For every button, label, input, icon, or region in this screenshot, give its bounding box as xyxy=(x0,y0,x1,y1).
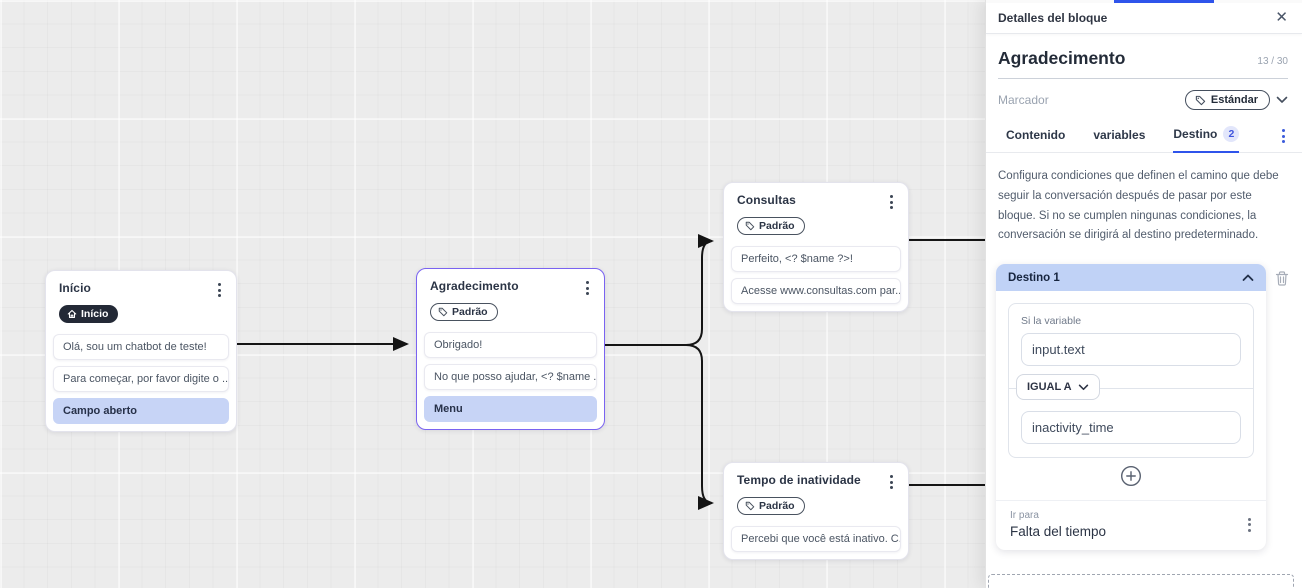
node-title: Agradecimento xyxy=(430,279,519,293)
marker-select[interactable]: Estándar xyxy=(1184,90,1270,110)
destino-description: Configura condiciones que definen el cam… xyxy=(998,170,1279,242)
node-menu-icon[interactable] xyxy=(887,473,896,491)
tab-destino[interactable]: Destino 2 xyxy=(1173,120,1240,153)
condition-label: Si la variable xyxy=(1021,315,1082,328)
destino-count-badge: 2 xyxy=(1223,126,1240,142)
tag-icon xyxy=(745,501,755,511)
marcador-label: Marcador xyxy=(998,93,1049,107)
close-icon[interactable]: ✕ xyxy=(1275,9,1288,26)
marker-pill-label: Padrão xyxy=(759,500,795,512)
operator-select[interactable]: IGUAL A xyxy=(1016,374,1100,401)
chevron-up-icon[interactable] xyxy=(1242,274,1254,282)
home-icon xyxy=(67,309,77,319)
goto-menu-icon[interactable] xyxy=(1245,516,1254,534)
node-menu-icon[interactable] xyxy=(215,281,224,299)
marker-pill-label: Padrão xyxy=(759,220,795,232)
start-badge-label: Início xyxy=(81,308,109,320)
message-card[interactable]: Olá, sou um chatbot de teste! xyxy=(53,334,229,360)
node-consultas[interactable]: Consultas Padrão Perfeito, <? $name ?>! … xyxy=(723,182,909,312)
message-card[interactable]: Perfeito, <? $name ?>! xyxy=(731,246,901,272)
marker-select-value: Estándar xyxy=(1210,94,1258,106)
message-card[interactable]: No que posso ajudar, <? $name ... xyxy=(424,364,597,390)
block-name-field[interactable]: Agradecimento xyxy=(998,48,1126,68)
trash-icon[interactable] xyxy=(1274,270,1290,287)
destino-1-title: Destino 1 xyxy=(1008,271,1060,284)
node-agradecimento[interactable]: Agradecimento Padrão Obrigado! No que po… xyxy=(416,268,605,430)
node-title: Consultas xyxy=(737,193,796,207)
compare-value-input[interactable] xyxy=(1021,411,1241,445)
chevron-down-icon xyxy=(1078,384,1089,391)
goto-value[interactable]: Falta del tiempo xyxy=(1010,524,1107,540)
marker-pill: Padrão xyxy=(737,497,805,515)
marker-pill-label: Padrão xyxy=(452,306,488,318)
node-title: Tempo de inatividade xyxy=(737,473,861,487)
add-condition-button[interactable] xyxy=(1120,465,1142,487)
tab-contenido[interactable]: Contenido xyxy=(1006,127,1066,142)
message-card[interactable]: Para começar, por favor digite o ... xyxy=(53,366,229,392)
variable-input[interactable] xyxy=(1021,333,1241,367)
edge-agradecimento-tempo xyxy=(605,344,714,510)
edge-agradecimento-consultas xyxy=(605,234,714,346)
tab-variables[interactable]: variables xyxy=(1093,127,1146,142)
condition-box: Si la variable IGUAL A xyxy=(1008,303,1254,459)
menu-card[interactable]: Menu xyxy=(424,396,597,422)
block-details-panel: Detalles del bloque ✕ Agradecimento 13 /… xyxy=(985,0,1302,588)
start-badge: Início xyxy=(59,305,119,323)
node-tempo-inatividade[interactable]: Tempo de inatividade Padrão Percebi que … xyxy=(723,462,909,560)
marker-pill: Padrão xyxy=(430,303,498,321)
panel-top-strip xyxy=(986,0,1302,3)
goto-label: Ir para xyxy=(1010,510,1039,522)
add-destination-button[interactable]: Agregar destino xyxy=(988,574,1294,588)
node-title: Início xyxy=(59,281,91,295)
destino-1-card: Destino 1 Si la variable IGUAL A xyxy=(996,264,1266,551)
message-card[interactable]: Acesse www.consultas.com par... xyxy=(731,278,901,304)
char-counter: 13 / 30 xyxy=(1257,56,1288,67)
node-inicio[interactable]: Início Início Olá, sou um chatbot de tes… xyxy=(45,270,237,432)
marker-pill: Padrão xyxy=(737,217,805,235)
tabs-menu-icon[interactable] xyxy=(1279,127,1288,145)
tag-icon xyxy=(438,307,448,317)
tag-icon xyxy=(745,221,755,231)
destino-1-header[interactable]: Destino 1 xyxy=(996,264,1266,292)
node-menu-icon[interactable] xyxy=(583,279,592,297)
message-card[interactable]: Percebi que você está inativo. C... xyxy=(731,526,901,552)
node-menu-icon[interactable] xyxy=(887,193,896,211)
message-card[interactable]: Obrigado! xyxy=(424,332,597,358)
chevron-down-icon[interactable] xyxy=(1276,96,1288,104)
open-field-card[interactable]: Campo aberto xyxy=(53,398,229,424)
cutoff-tab-indicator xyxy=(1114,0,1214,3)
tag-icon xyxy=(1195,95,1206,106)
panel-title: Detalles del bloque xyxy=(998,10,1108,25)
